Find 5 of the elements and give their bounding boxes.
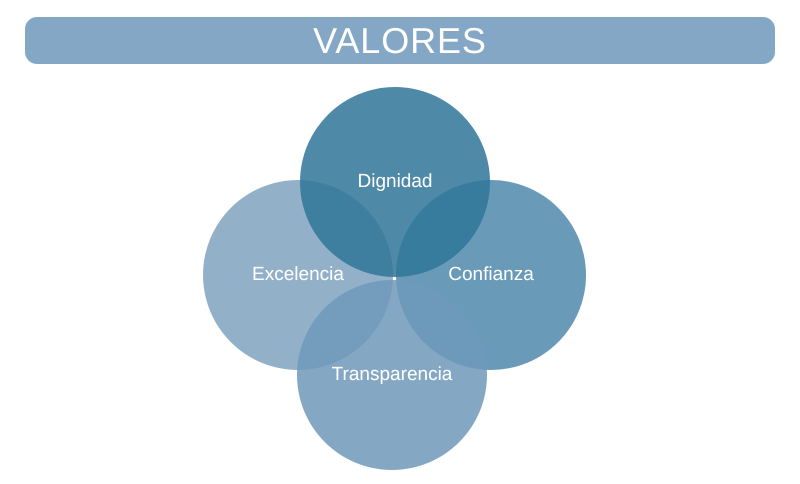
value-label: Excelencia <box>252 262 344 287</box>
value-label: Dignidad <box>358 170 432 194</box>
title-banner: VALORES <box>25 17 775 64</box>
value-label: Transparencia <box>332 362 452 387</box>
value-label: Confianza <box>448 262 534 287</box>
